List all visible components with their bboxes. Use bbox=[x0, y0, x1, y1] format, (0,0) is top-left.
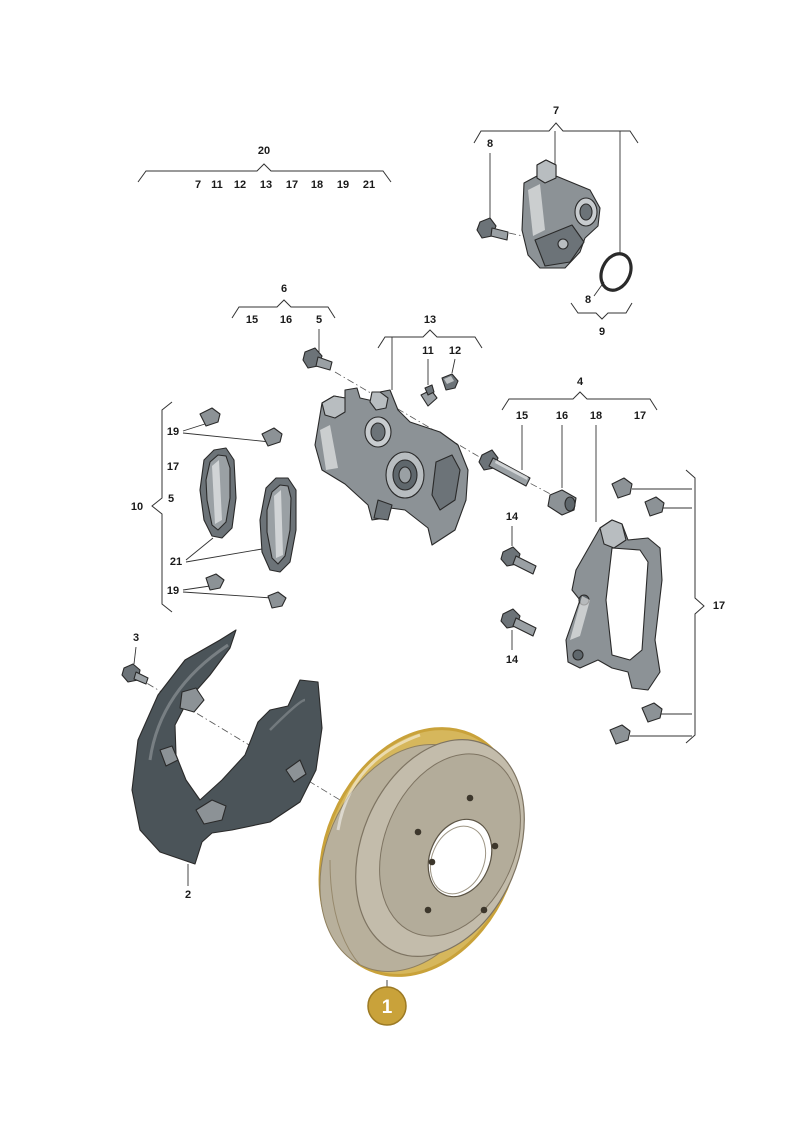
dust-shield-2: 2 bbox=[131, 629, 323, 901]
label-8-top: 8 bbox=[487, 138, 493, 150]
label-7: 7 bbox=[553, 105, 559, 117]
bushing-16 bbox=[547, 489, 577, 516]
label-16-g6: 16 bbox=[280, 314, 292, 326]
brake-caliper-13 bbox=[314, 387, 469, 546]
label-20: 20 bbox=[258, 145, 270, 157]
brake-pad-21-inner bbox=[199, 447, 237, 539]
badge-label-1: 1 bbox=[382, 997, 393, 1018]
group-20-item: 18 bbox=[311, 179, 323, 191]
carrier-clip-19 bbox=[609, 477, 665, 745]
brake-disc-1 bbox=[318, 727, 525, 988]
label-19-lower: 19 bbox=[167, 585, 179, 597]
group-4: 4 15 16 18 17 bbox=[478, 376, 658, 522]
group-20-item: 21 bbox=[363, 179, 375, 191]
label-17-g4: 17 bbox=[634, 410, 646, 422]
label-9: 9 bbox=[599, 326, 605, 338]
group-6: 6 15 16 5 bbox=[231, 283, 336, 371]
label-14-lower: 14 bbox=[506, 654, 519, 666]
label-21: 21 bbox=[170, 556, 182, 568]
guide-pin-15 bbox=[478, 449, 531, 487]
group-20-item: 7 bbox=[195, 179, 201, 191]
label-18: 18 bbox=[590, 410, 602, 422]
label-11-caliper: 11 bbox=[422, 345, 434, 357]
bolt-8-top bbox=[476, 217, 509, 241]
label-19-upper: 19 bbox=[167, 426, 179, 438]
caliper-housing-7 bbox=[521, 159, 601, 269]
label-17-left: 17 bbox=[167, 461, 179, 473]
o-ring-8 bbox=[599, 252, 633, 292]
group-20-item: 17 bbox=[286, 179, 298, 191]
label-10: 10 bbox=[131, 501, 143, 513]
group-20-item: 12 bbox=[234, 179, 246, 191]
label-5-left: 5 bbox=[168, 493, 174, 505]
group-20-item: 11 bbox=[211, 179, 223, 191]
label-13: 13 bbox=[424, 314, 436, 326]
label-4: 4 bbox=[577, 376, 584, 388]
label-14-upper: 14 bbox=[506, 511, 519, 523]
bolt-5 bbox=[302, 347, 333, 371]
part-1-badge[interactable]: 1 bbox=[367, 986, 407, 1026]
label-16-g4: 16 bbox=[556, 410, 568, 422]
pad-clip-19 bbox=[199, 407, 287, 609]
label-15-g6: 15 bbox=[246, 314, 258, 326]
shield-screw-3: 3 bbox=[121, 632, 149, 685]
group-17: 17 bbox=[565, 469, 725, 745]
group-13: 13 11 12 bbox=[314, 314, 483, 546]
group-20-item: 19 bbox=[337, 179, 349, 191]
label-6: 6 bbox=[281, 283, 287, 295]
label-15-g4: 15 bbox=[516, 410, 528, 422]
brake-pad-21-outer bbox=[259, 477, 297, 573]
bleed-screw-11 bbox=[420, 384, 438, 407]
group-20-item: 13 bbox=[260, 179, 272, 191]
label-3: 3 bbox=[133, 632, 139, 644]
group-20: 20 7 11 12 13 17 18 19 21 bbox=[137, 145, 392, 191]
group-7: 7 8 8 9 bbox=[473, 105, 639, 338]
group-10: 10 19 17 5 21 19 bbox=[131, 401, 297, 613]
label-12: 12 bbox=[449, 345, 461, 357]
carrier-bolts-14: 14 14 bbox=[500, 511, 537, 666]
brake-carrier-17 bbox=[565, 519, 663, 691]
label-5-top: 5 bbox=[316, 314, 322, 326]
dust-cap-12 bbox=[441, 373, 459, 391]
label-2: 2 bbox=[185, 889, 191, 901]
label-17-right: 17 bbox=[713, 600, 725, 612]
label-8-bottom: 8 bbox=[585, 294, 591, 306]
